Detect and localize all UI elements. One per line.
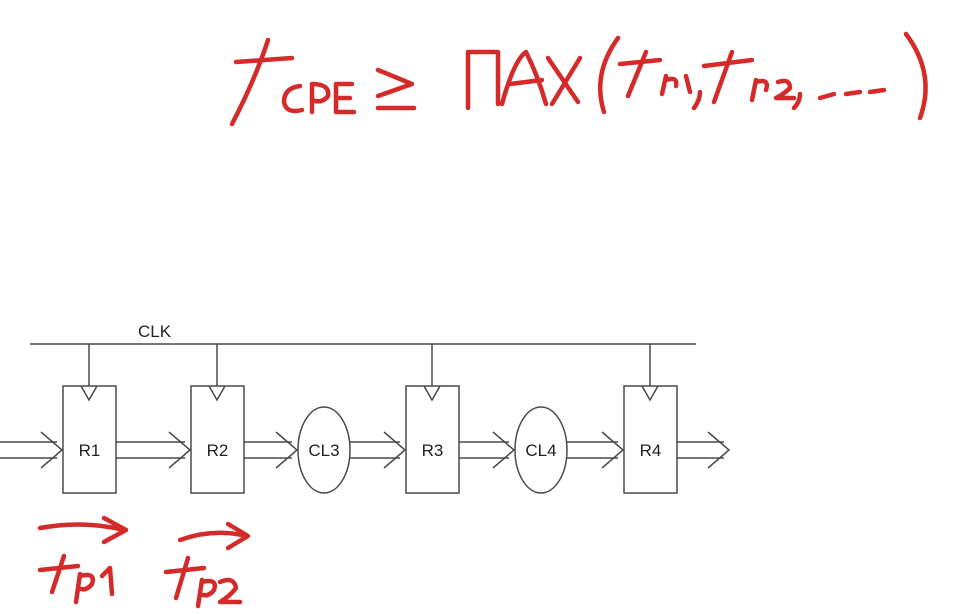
handwritten-tp1-mark bbox=[37, 515, 129, 605]
clock-line: CLK bbox=[30, 322, 696, 400]
register-label: R4 bbox=[640, 441, 662, 460]
register-r2: R2 bbox=[190, 385, 245, 494]
register-label: R3 bbox=[422, 441, 444, 460]
register-r3: R3 bbox=[405, 385, 460, 494]
register-r1: R1 bbox=[62, 385, 117, 494]
logic-block-cl3: CL3 bbox=[297, 406, 351, 494]
register-label: R1 bbox=[79, 441, 101, 460]
handwritten-formula bbox=[229, 31, 928, 127]
register-r4: R4 bbox=[623, 385, 678, 494]
logic-label: CL4 bbox=[525, 441, 556, 460]
logic-label: CL3 bbox=[308, 441, 339, 460]
logic-block-cl4: CL4 bbox=[514, 406, 568, 494]
clock-label: CLK bbox=[138, 322, 172, 341]
handwritten-tp2-mark bbox=[163, 521, 251, 609]
data-bus-arrows bbox=[0, 431, 731, 469]
register-label: R2 bbox=[207, 441, 229, 460]
